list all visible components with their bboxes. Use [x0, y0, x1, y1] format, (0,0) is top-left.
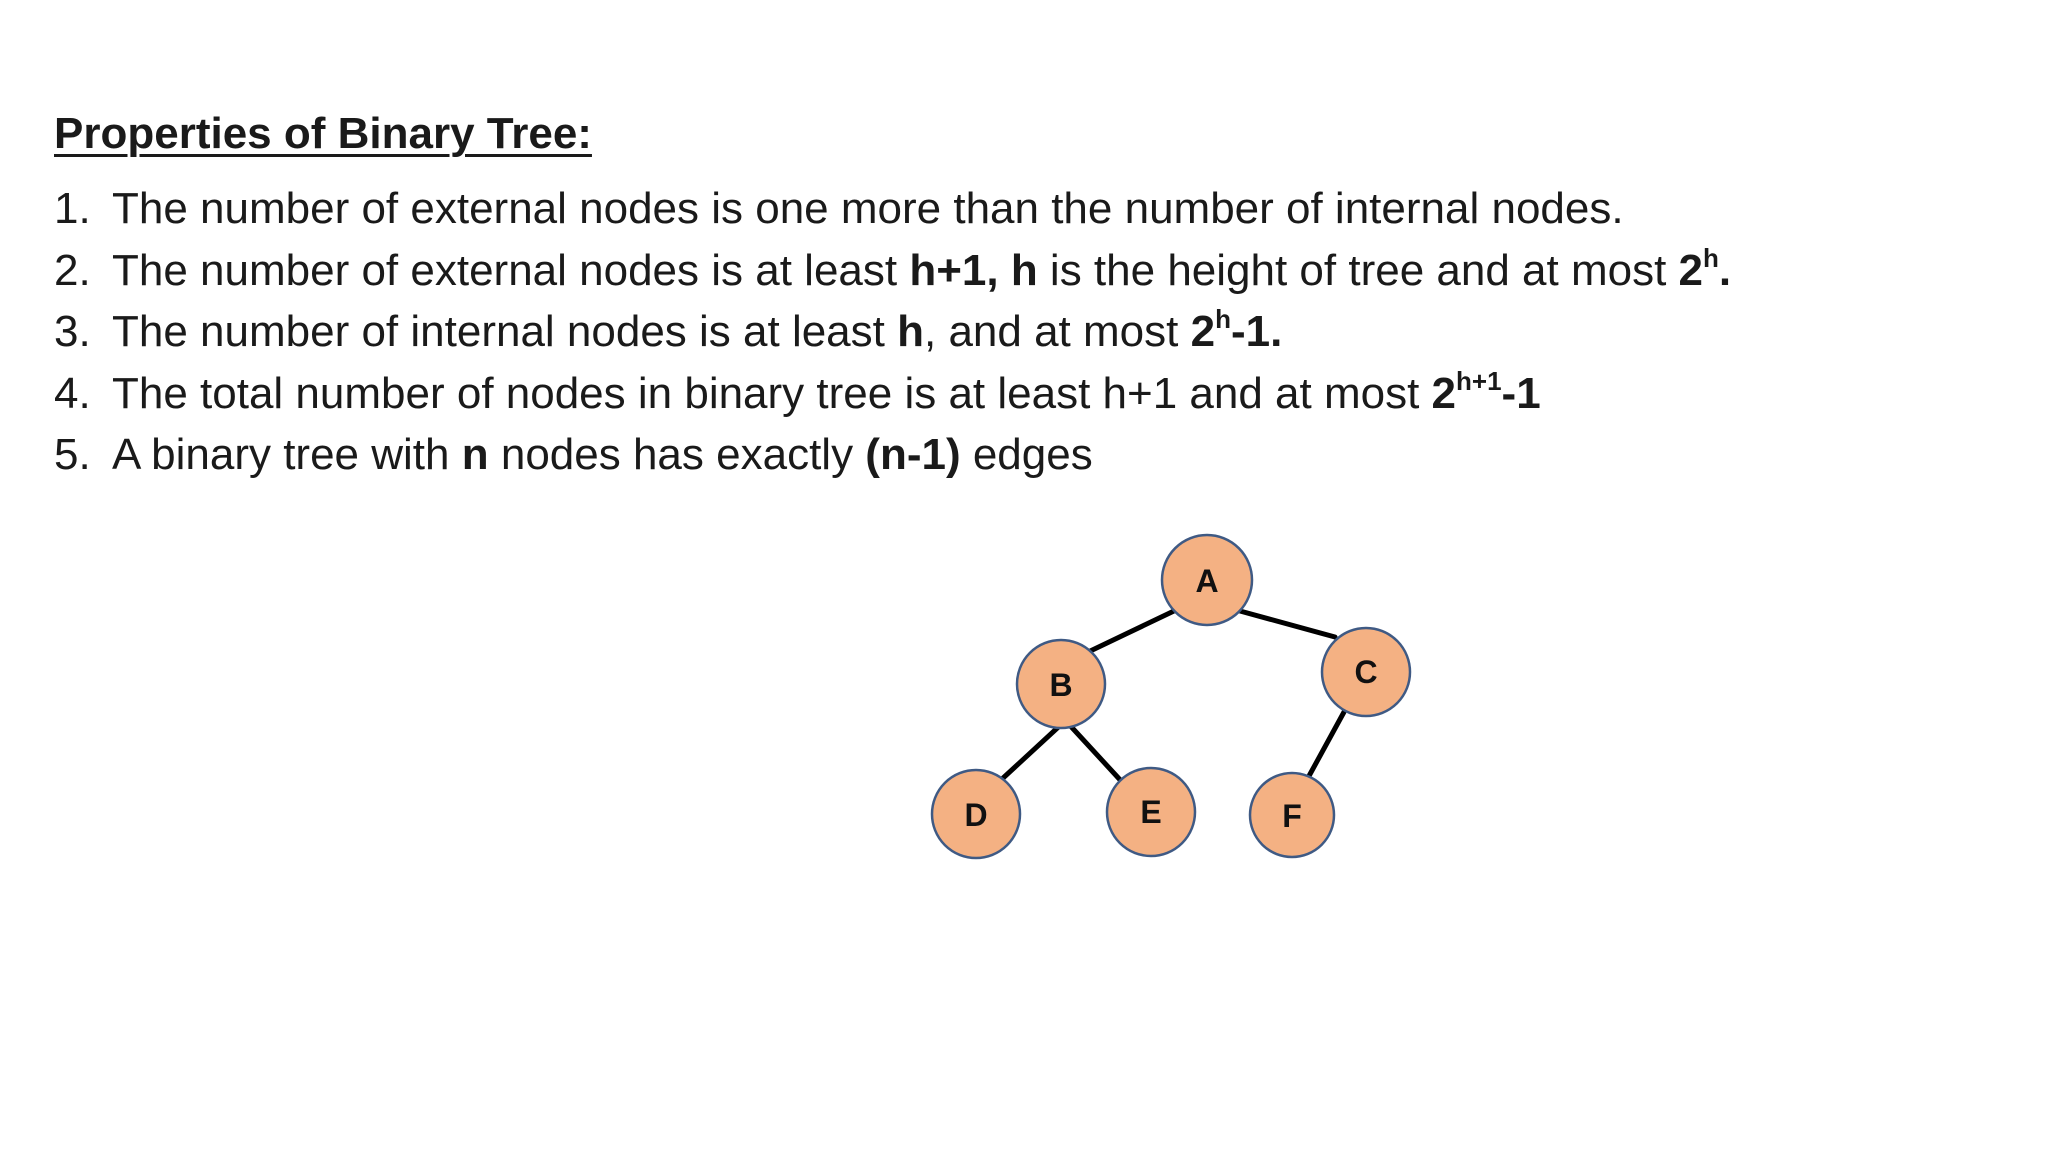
tree-node-c: C: [1320, 626, 1412, 718]
item-number: 2.: [54, 245, 91, 295]
edge-b-e: [1062, 717, 1126, 786]
property-item: 3. The number of internal nodes is at le…: [54, 301, 1731, 363]
node-circle: [1248, 771, 1336, 859]
slide-title: Properties of Binary Tree:: [54, 109, 592, 158]
property-item: 2. The number of external nodes is at le…: [54, 240, 1731, 302]
bold-term: (n-1): [865, 430, 961, 479]
property-text: The number of internal nodes is at least…: [112, 304, 1283, 356]
node-circle: [930, 768, 1022, 860]
property-item: 1. The number of external nodes is one m…: [54, 178, 1731, 240]
bold-term: -1: [1501, 368, 1541, 418]
property-text: A binary tree with n nodes has exactly (…: [112, 430, 1093, 479]
tree-node-f: F: [1248, 771, 1336, 859]
property-item: 5. A binary tree with n nodes has exactl…: [54, 424, 1731, 486]
bold-term: 2: [1431, 368, 1457, 418]
node-circle: [1160, 533, 1254, 627]
item-number: 4.: [54, 368, 91, 418]
edge-b-d: [999, 717, 1069, 782]
tree-edges: [999, 607, 1347, 786]
node-circle: [1320, 626, 1412, 718]
property-text: The number of external nodes is at least…: [112, 242, 1732, 295]
property-text: The number of external nodes is one more…: [112, 184, 1624, 233]
node-label: F: [1282, 798, 1302, 834]
bold-term: 2: [1678, 245, 1704, 295]
node-label: D: [964, 797, 987, 833]
properties-list: 1. The number of external nodes is one m…: [54, 178, 1731, 486]
bold-term: n: [461, 430, 489, 479]
edge-c-f: [1306, 709, 1347, 779]
tree-node-b: B: [1015, 638, 1107, 730]
edge-a-c: [1237, 608, 1338, 640]
item-number: 5.: [54, 430, 91, 479]
node-label: B: [1049, 667, 1072, 703]
bold-term: h: [897, 307, 924, 356]
tree-node-d: D: [930, 768, 1022, 860]
node-label: E: [1140, 794, 1161, 830]
item-number: 1.: [54, 184, 91, 233]
edge-a-b: [1081, 607, 1179, 657]
bold-term: h+1, h: [909, 245, 1038, 295]
tree-node-a: A: [1160, 533, 1254, 627]
node-circle: [1015, 638, 1107, 730]
bold-term: 2: [1190, 307, 1216, 356]
property-item: 4. The total number of nodes in binary t…: [54, 363, 1731, 425]
superscript: h+1: [1456, 365, 1502, 396]
superscript: h: [1703, 242, 1719, 273]
superscript: h: [1215, 304, 1231, 335]
property-text: The total number of nodes in binary tree…: [112, 365, 1541, 418]
item-number: 3.: [54, 307, 91, 356]
bold-term: -1.: [1230, 307, 1283, 356]
node-circle: [1105, 766, 1197, 858]
tree-node-e: E: [1105, 766, 1197, 858]
node-label: A: [1195, 563, 1218, 599]
node-label: C: [1354, 654, 1377, 690]
bold-term: .: [1718, 245, 1732, 295]
